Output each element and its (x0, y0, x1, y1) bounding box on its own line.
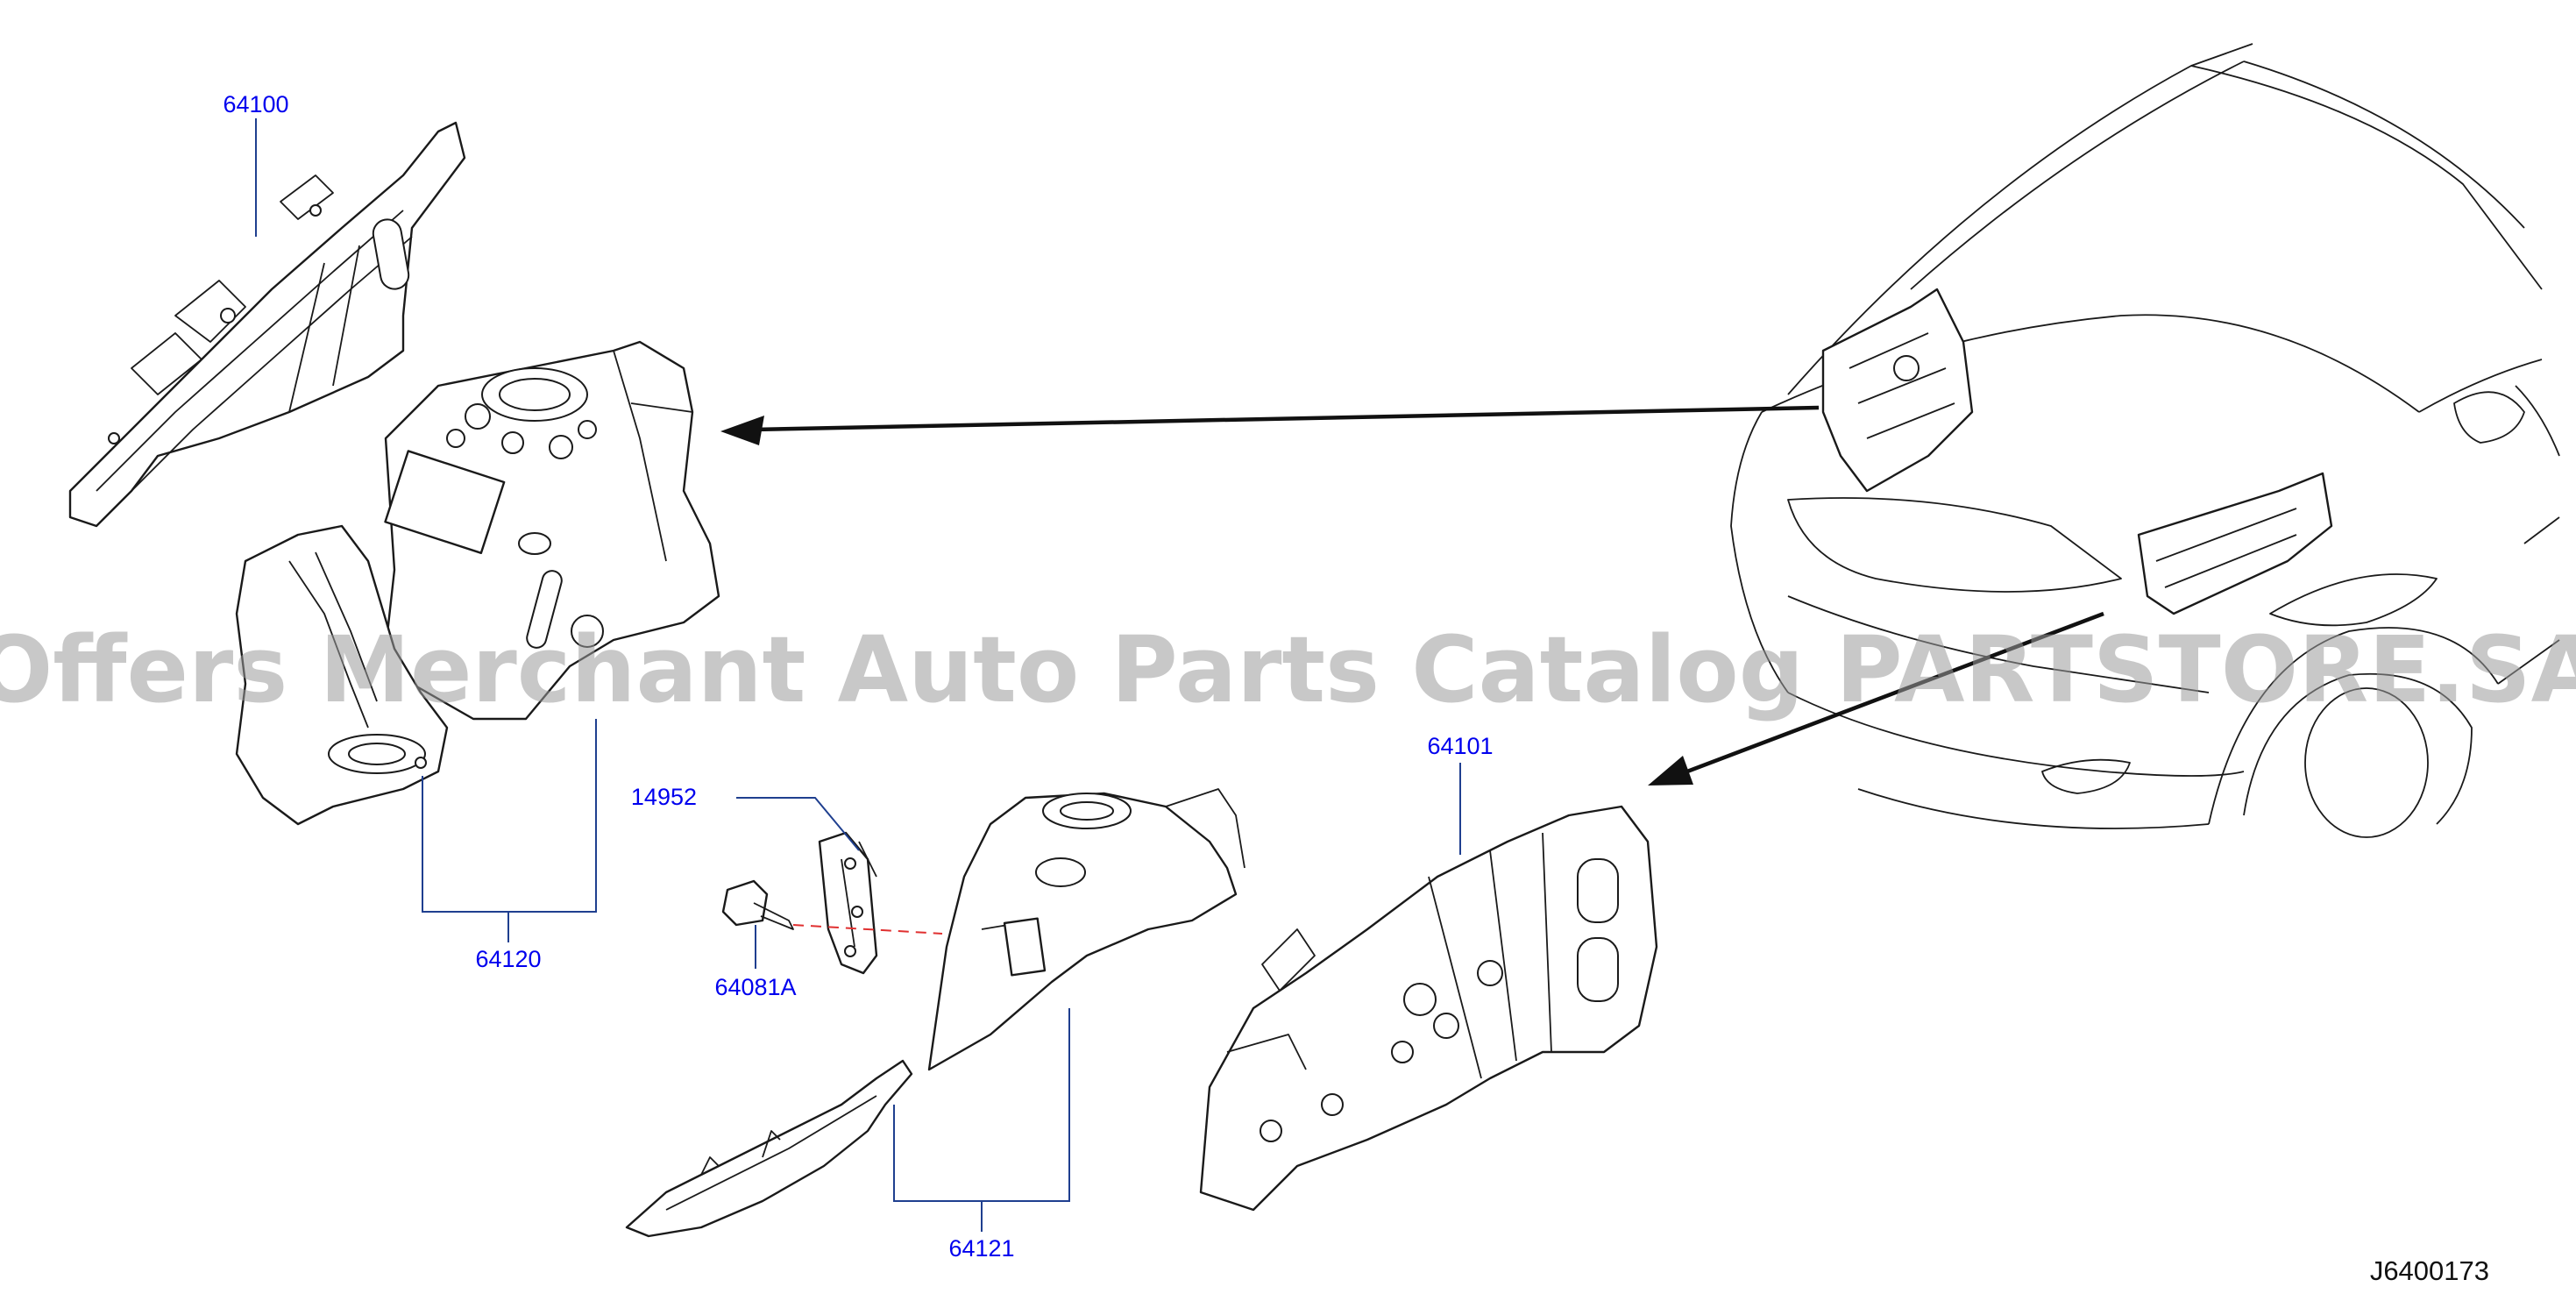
vehicle-outline (1730, 43, 2560, 838)
part-64101-member (1199, 805, 1658, 1212)
part-64121-lower (625, 1059, 913, 1238)
callout-64120[interactable]: 64120 (475, 946, 541, 972)
part-64081A-bolt (721, 879, 794, 930)
part-64120-lower (235, 524, 449, 826)
dashed-guide-line (792, 924, 943, 935)
callout-64100[interactable]: 64100 (223, 91, 288, 117)
view-arrow-lower (1648, 611, 2104, 786)
callout-64121[interactable]: 64121 (948, 1235, 1014, 1262)
callout-64081A[interactable]: 64081A (714, 974, 796, 1000)
part-64121-housing (927, 788, 1245, 1071)
watermark-text: Offers Merchant Auto Parts Catalog PARTS… (0, 616, 2576, 723)
part-64120-housing (384, 340, 720, 721)
leader-lines (255, 118, 1461, 1232)
part-64100-member (68, 121, 466, 528)
callout-14952[interactable]: 14952 (631, 784, 697, 810)
drawing-code: J6400173 (2370, 1255, 2489, 1286)
part-14952-bracket (818, 831, 878, 975)
view-arrow-upper (720, 405, 1820, 445)
callout-64101[interactable]: 64101 (1427, 733, 1493, 759)
